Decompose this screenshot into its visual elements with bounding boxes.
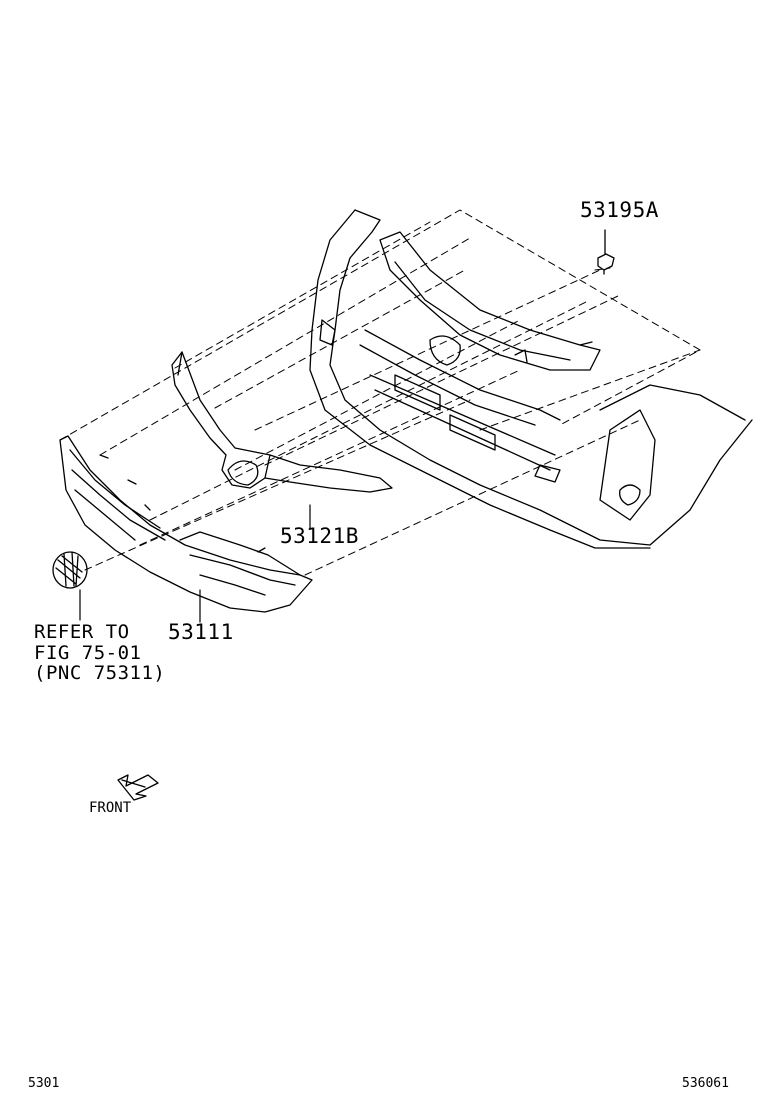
radiator-grille [59,435,313,613]
front-arrow-icon [117,774,159,801]
callout-53121b: 53121B [280,524,359,548]
leader-lines [79,504,311,623]
footer-left-code: 5301 [28,1076,60,1091]
grille-molding [171,351,393,493]
reference-note-line1: REFER TO [34,621,130,643]
callout-53111: 53111 [168,620,234,644]
clip-part [597,229,615,275]
front-bumper-cover [309,209,753,549]
emblem [52,551,88,589]
footer-right-code: 536061 [682,1076,729,1091]
reference-note-line3: (PNC 75311) [34,662,166,684]
front-direction-label: FRONT [89,800,132,816]
upper-support-bracket [359,231,601,483]
reference-note-line2: FIG 75-01 [34,642,142,664]
assembly-guide-lines [59,209,701,576]
callout-53195a: 53195A [580,198,659,222]
